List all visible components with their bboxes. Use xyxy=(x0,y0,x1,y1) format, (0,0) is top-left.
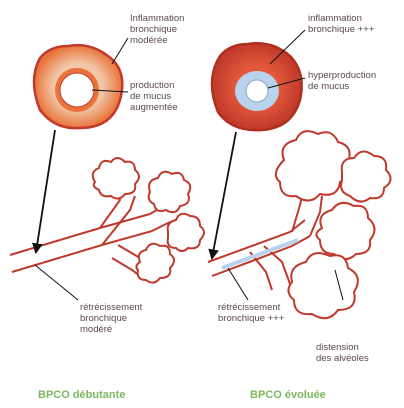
left-bronchus-section xyxy=(34,45,122,128)
right-caption: BPCO évoluée xyxy=(250,389,326,401)
left-arrow xyxy=(36,130,55,252)
right-label-narrowing: rétrécissement bronchique +++ xyxy=(218,302,284,324)
right-label-mucus: hyperproduction de mucus xyxy=(308,70,376,92)
right-label-distension: distension des alvéoles xyxy=(316,342,369,364)
left-caption: BPCO débutante xyxy=(38,389,125,401)
left-label-mucus: production de mucus augmentée xyxy=(130,80,178,113)
right-bronchial-tree xyxy=(208,131,391,318)
left-bronchial-tree xyxy=(10,158,204,283)
right-label-inflammation: inflammation bronchique +++ xyxy=(308,13,374,35)
right-bronchus-section xyxy=(212,43,302,130)
left-label-narrowing: rétrécissement bronchique modéré xyxy=(80,302,142,335)
left-label-inflammation: Inflammation bronchique modérée xyxy=(130,13,184,46)
right-arrow xyxy=(212,132,236,258)
